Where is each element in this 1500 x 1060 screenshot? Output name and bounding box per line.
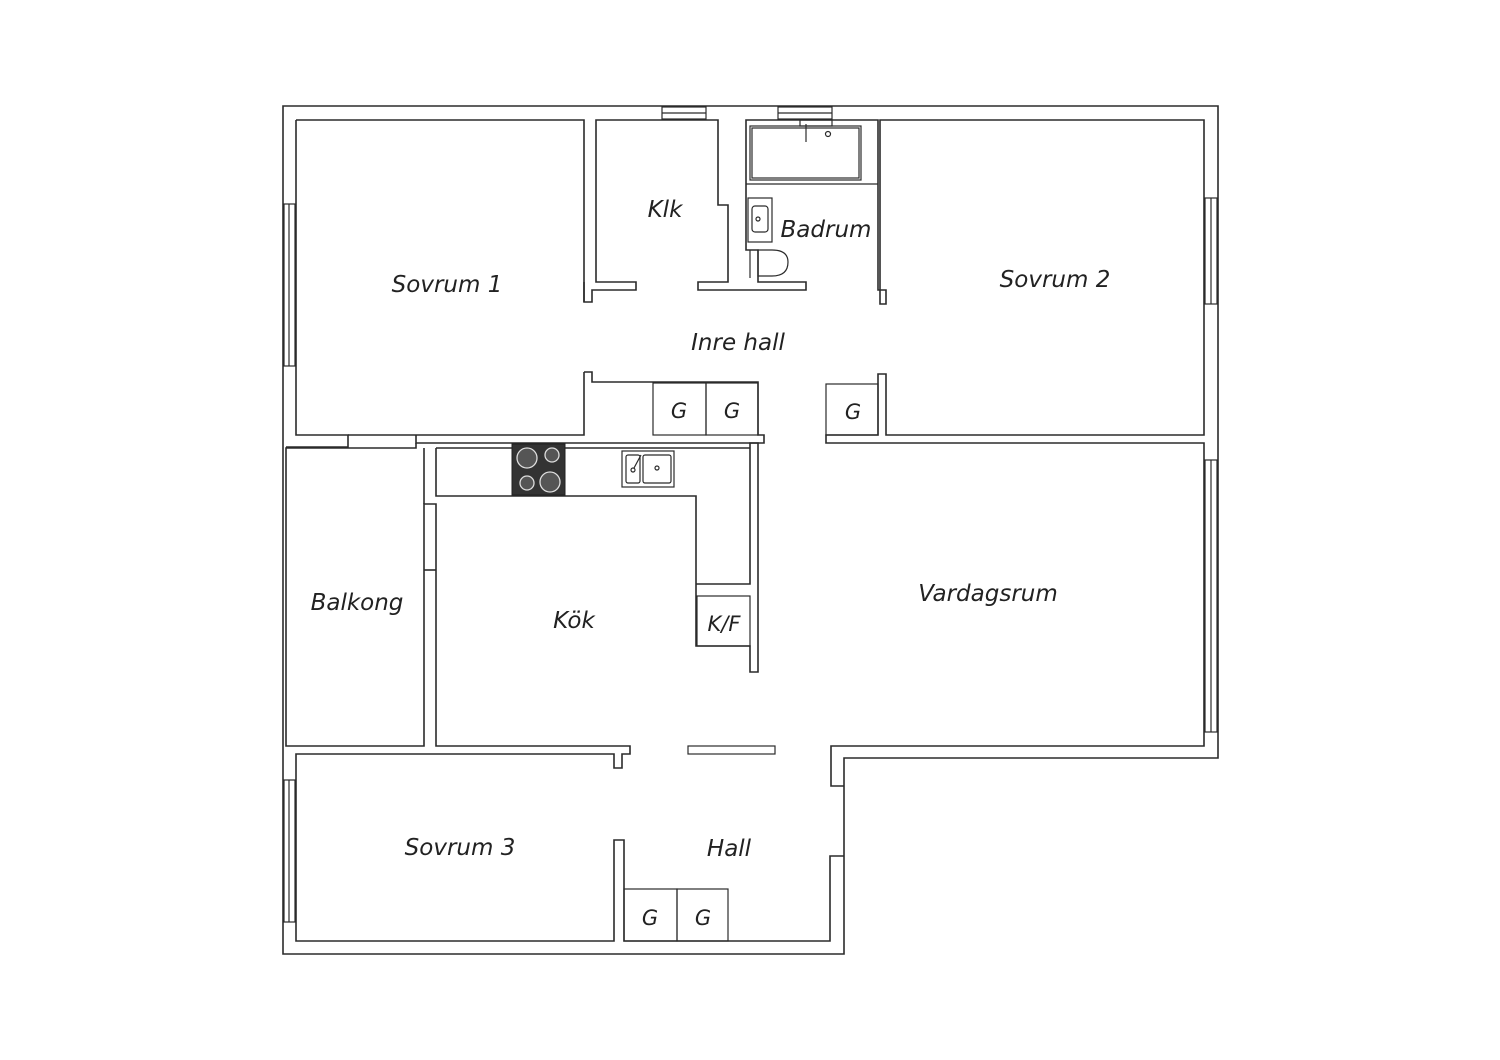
closet-kf <box>696 595 751 647</box>
label-sovrum3: Sovrum 3 <box>405 835 516 861</box>
label-closet-g3: G <box>845 400 861 424</box>
bathroom-sink <box>747 197 773 243</box>
label-closet-g4: G <box>642 906 658 930</box>
label-balkong: Balkong <box>311 590 404 616</box>
label-closet-g2: G <box>724 399 740 423</box>
label-vardagsrum: Vardagsrum <box>918 581 1058 607</box>
closet-g5 <box>676 888 729 942</box>
kitchen-sink <box>621 450 675 488</box>
stove <box>511 443 566 496</box>
label-closet-kf: K/F <box>708 612 742 636</box>
label-hall: Hall <box>707 836 752 862</box>
label-sovrum1: Sovrum 1 <box>392 272 503 298</box>
label-kok: Kök <box>553 608 596 634</box>
label-badrum: Badrum <box>781 217 872 243</box>
windows <box>283 106 1218 923</box>
label-closet-g1: G <box>671 399 687 423</box>
label-closet-g5: G <box>695 906 711 930</box>
label-inre-hall: Inre hall <box>691 330 785 356</box>
label-klk: Klk <box>648 197 684 223</box>
closets <box>623 382 879 942</box>
closet-g3 <box>825 383 879 436</box>
inner-hall-left-wall <box>348 282 585 436</box>
label-sovrum2: Sovrum 2 <box>1000 267 1111 293</box>
bathroom-fixtures <box>746 119 878 278</box>
closet-g2 <box>705 382 759 436</box>
toilet <box>757 249 789 277</box>
kitchen-walls <box>285 442 844 942</box>
